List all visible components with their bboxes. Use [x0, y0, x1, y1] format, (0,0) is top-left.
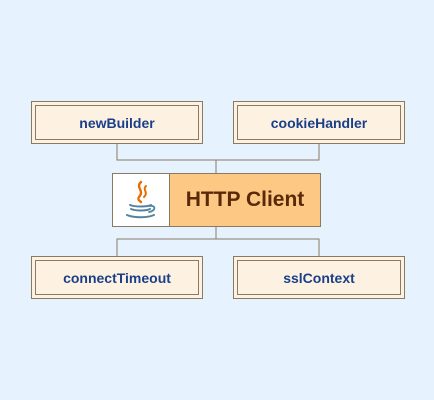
node-new-builder-label: newBuilder — [35, 105, 199, 140]
node-new-builder: newBuilder — [31, 101, 203, 144]
connector-bottom — [116, 227, 320, 256]
node-cookie-handler: cookieHandler — [233, 101, 405, 144]
node-ssl-context: sslContext — [233, 256, 405, 299]
node-connect-timeout-label: connectTimeout — [35, 260, 199, 295]
java-logo-icon — [113, 174, 170, 226]
node-connect-timeout: connectTimeout — [31, 256, 203, 299]
node-ssl-context-label: sslContext — [237, 260, 401, 295]
node-cookie-handler-label: cookieHandler — [237, 105, 401, 140]
http-client-node: HTTP Client — [112, 173, 321, 227]
connector-top — [116, 144, 320, 173]
http-client-title: HTTP Client — [170, 174, 320, 226]
